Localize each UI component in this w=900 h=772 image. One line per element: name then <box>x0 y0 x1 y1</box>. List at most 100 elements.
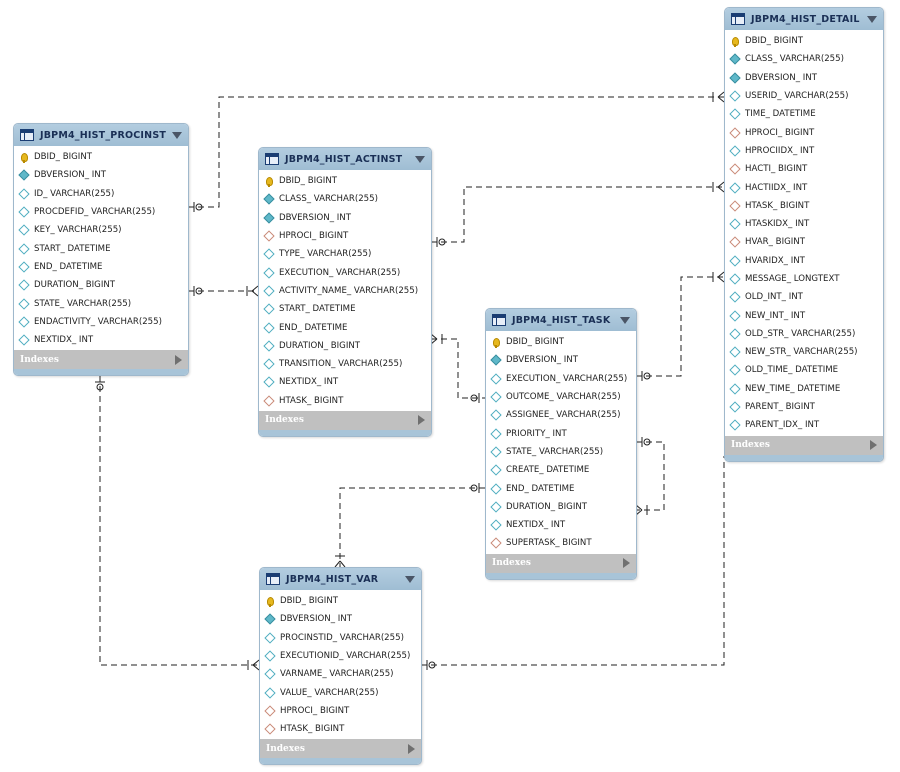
column-row[interactable]: PARENT_IDX_ INT <box>725 416 883 434</box>
column-row[interactable]: NEXTIDX_ INT <box>259 373 431 391</box>
column-row[interactable]: DBVERSION_ INT <box>259 209 431 227</box>
table-header[interactable]: JBPM4_HIST_VAR <box>260 568 421 590</box>
column-row[interactable]: HVAR_ BIGINT <box>725 233 883 251</box>
collapse-arrow-icon[interactable] <box>172 131 182 139</box>
relationship-procinst-detail[interactable] <box>188 91 725 212</box>
column-row[interactable]: HTASK_ BIGINT <box>725 197 883 215</box>
column-row[interactable]: CREATE_ DATETIME <box>486 461 636 479</box>
column-row[interactable]: OLD_TIME_ DATETIME <box>725 361 883 379</box>
column-row[interactable]: HPROCI_ BIGINT <box>259 227 431 245</box>
indexes-section[interactable]: Indexes <box>260 739 421 759</box>
column-row[interactable]: EXECUTION_ VARCHAR(255) <box>486 370 636 388</box>
relationship-task-actinst[interactable] <box>430 333 485 403</box>
table-header[interactable]: JBPM4_HIST_DETAIL <box>725 8 883 30</box>
column-row[interactable]: OUTCOME_ VARCHAR(255) <box>486 388 636 406</box>
column-row[interactable]: NEW_TIME_ DATETIME <box>725 380 883 398</box>
column-row[interactable]: NEXTIDX_ INT <box>486 516 636 534</box>
collapse-arrow-icon[interactable] <box>867 15 877 23</box>
column-row[interactable]: HVARIDX_ INT <box>725 252 883 270</box>
column-row[interactable]: ACTIVITY_NAME_ VARCHAR(255) <box>259 282 431 300</box>
column-row[interactable]: END_ DATETIME <box>14 258 188 276</box>
column-row[interactable]: CLASS_ VARCHAR(255) <box>725 50 883 68</box>
relationship-task-self[interactable] <box>635 437 665 516</box>
column-row[interactable]: NEXTIDX_ INT <box>14 331 188 349</box>
column-row[interactable]: DBVERSION_ INT <box>486 351 636 369</box>
column-row[interactable]: DBID_ BIGINT <box>260 592 421 610</box>
column-row[interactable]: TYPE_ VARCHAR(255) <box>259 245 431 263</box>
column-row[interactable]: DURATION_ BIGINT <box>14 276 188 294</box>
column-row[interactable]: OLD_INT_ INT <box>725 288 883 306</box>
column-row[interactable]: KEY_ VARCHAR(255) <box>14 221 188 239</box>
collapse-arrow-icon[interactable] <box>405 575 415 583</box>
column-row[interactable]: STATE_ VARCHAR(255) <box>14 294 188 312</box>
column-row[interactable]: DBVERSION_ INT <box>14 166 188 184</box>
table-header[interactable]: JBPM4_HIST_TASK <box>486 309 636 331</box>
relationship-procinst-var[interactable] <box>95 376 260 671</box>
relationship-procinst-actinst[interactable] <box>188 285 259 297</box>
column-row[interactable]: ID_ VARCHAR(255) <box>14 185 188 203</box>
column-row[interactable]: DBVERSION_ INT <box>725 69 883 87</box>
expand-arrow-icon[interactable] <box>175 354 182 365</box>
column-row[interactable]: PROCDEFID_ VARCHAR(255) <box>14 203 188 221</box>
column-row[interactable]: END_ DATETIME <box>259 318 431 336</box>
relationship-var-detail[interactable] <box>421 456 725 670</box>
column-row[interactable]: START_ DATETIME <box>14 239 188 257</box>
expand-arrow-icon[interactable] <box>870 440 877 451</box>
column-row[interactable]: USERID_ VARCHAR(255) <box>725 87 883 105</box>
column-row[interactable]: DBVERSION_ INT <box>260 610 421 628</box>
relationship-task-detail[interactable] <box>636 271 725 381</box>
column-row[interactable]: OLD_STR_ VARCHAR(255) <box>725 325 883 343</box>
column-row[interactable]: DBID_ BIGINT <box>486 333 636 351</box>
column-row[interactable]: DBID_ BIGINT <box>259 172 431 190</box>
column-row[interactable]: EXECUTION_ VARCHAR(255) <box>259 263 431 281</box>
column-row[interactable]: HPROCI_ BIGINT <box>725 123 883 141</box>
collapse-arrow-icon[interactable] <box>620 316 630 324</box>
column-row[interactable]: HTASKIDX_ INT <box>725 215 883 233</box>
relationship-task-var[interactable] <box>334 483 485 568</box>
column-row[interactable]: CLASS_ VARCHAR(255) <box>259 190 431 208</box>
column-row[interactable]: HTASK_ BIGINT <box>259 392 431 410</box>
expand-arrow-icon[interactable] <box>623 558 630 569</box>
column-row[interactable]: HACTIIDX_ INT <box>725 178 883 196</box>
expand-arrow-icon[interactable] <box>408 743 415 754</box>
column-row[interactable]: PROCINSTID_ VARCHAR(255) <box>260 629 421 647</box>
column-row[interactable]: VARNAME_ VARCHAR(255) <box>260 665 421 683</box>
column-row[interactable]: DURATION_ BIGINT <box>486 498 636 516</box>
column-row[interactable]: PRIORITY_ INT <box>486 424 636 442</box>
relationship-actinst-detail[interactable] <box>431 181 725 247</box>
column-row[interactable]: VALUE_ VARCHAR(255) <box>260 683 421 701</box>
column-row[interactable]: DBID_ BIGINT <box>14 148 188 166</box>
column-row[interactable]: DURATION_ BIGINT <box>259 337 431 355</box>
expand-arrow-icon[interactable] <box>418 415 425 426</box>
column-row[interactable]: HPROCI_ BIGINT <box>260 702 421 720</box>
indexes-section[interactable]: Indexes <box>486 553 636 573</box>
column-row[interactable]: HPROCIIDX_ INT <box>725 142 883 160</box>
column-row[interactable]: START_ DATETIME <box>259 300 431 318</box>
column-row[interactable]: SUPERTASK_ BIGINT <box>486 534 636 552</box>
column-row[interactable]: DBID_ BIGINT <box>725 32 883 50</box>
column-row[interactable]: ENDACTIVITY_ VARCHAR(255) <box>14 313 188 331</box>
column-row[interactable]: TRANSITION_ VARCHAR(255) <box>259 355 431 373</box>
table-header[interactable]: JBPM4_HIST_ACTINST <box>259 148 431 170</box>
column-row[interactable]: HACTI_ BIGINT <box>725 160 883 178</box>
column-row[interactable]: STATE_ VARCHAR(255) <box>486 443 636 461</box>
column-row[interactable]: NEW_INT_ INT <box>725 306 883 324</box>
column-row[interactable]: NEW_STR_ VARCHAR(255) <box>725 343 883 361</box>
indexes-section[interactable]: Indexes <box>259 410 431 430</box>
indexes-section[interactable]: Indexes <box>14 350 188 370</box>
column-row[interactable]: HTASK_ BIGINT <box>260 720 421 738</box>
column-row[interactable]: END_ DATETIME <box>486 479 636 497</box>
indexes-section[interactable]: Indexes <box>725 435 883 455</box>
column-row[interactable]: MESSAGE_ LONGTEXT <box>725 270 883 288</box>
column-row[interactable]: ASSIGNEE_ VARCHAR(255) <box>486 406 636 424</box>
table-header[interactable]: JBPM4_HIST_PROCINST <box>14 124 188 146</box>
collapse-arrow-icon[interactable] <box>415 155 425 163</box>
column-row[interactable]: TIME_ DATETIME <box>725 105 883 123</box>
column-row[interactable]: EXECUTIONID_ VARCHAR(255) <box>260 647 421 665</box>
column-row[interactable]: PARENT_ BIGINT <box>725 398 883 416</box>
